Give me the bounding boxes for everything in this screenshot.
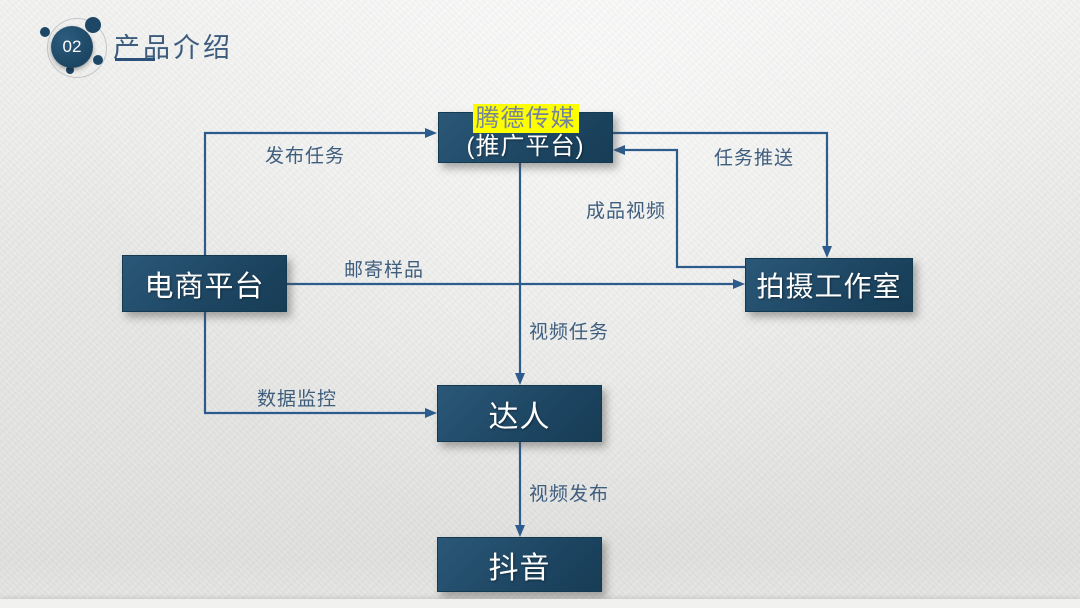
edge-label-video-publish: 视频发布 [529, 484, 610, 505]
node-tengde-media-subtitle: (推广平台) [466, 133, 585, 160]
edge-label-publish-task: 发布任务 [265, 146, 346, 167]
edge-label-video-task: 视频任务 [529, 322, 610, 343]
node-douyin: 抖音 [437, 537, 602, 592]
node-influencer: 达人 [437, 385, 602, 442]
edge-label-finished-video: 成品视频 [586, 201, 667, 222]
edge-label-task-push: 任务推送 [714, 148, 795, 169]
slide-number-badge: 02 [30, 8, 120, 88]
badge-dot [85, 17, 101, 33]
yellow-highlight: 腾德传媒 [472, 104, 579, 133]
badge-ring [47, 18, 107, 78]
node-shooting-studio: 拍摄工作室 [745, 258, 913, 312]
badge-dot [40, 27, 50, 37]
node-tengde-media-name: 腾德传媒 [472, 104, 579, 133]
title-underline [115, 58, 155, 61]
edge-label-mail-samples: 邮寄样品 [344, 260, 425, 281]
badge-dot [93, 55, 103, 65]
edge-label-data-monitoring: 数据监控 [257, 389, 338, 410]
slide-number: 02 [51, 26, 93, 68]
node-ecommerce-platform: 电商平台 [122, 255, 287, 312]
node-tengde-media: 腾德传媒 (推广平台) [438, 104, 613, 163]
badge-dot [66, 66, 74, 74]
bottom-edge [0, 599, 1080, 608]
